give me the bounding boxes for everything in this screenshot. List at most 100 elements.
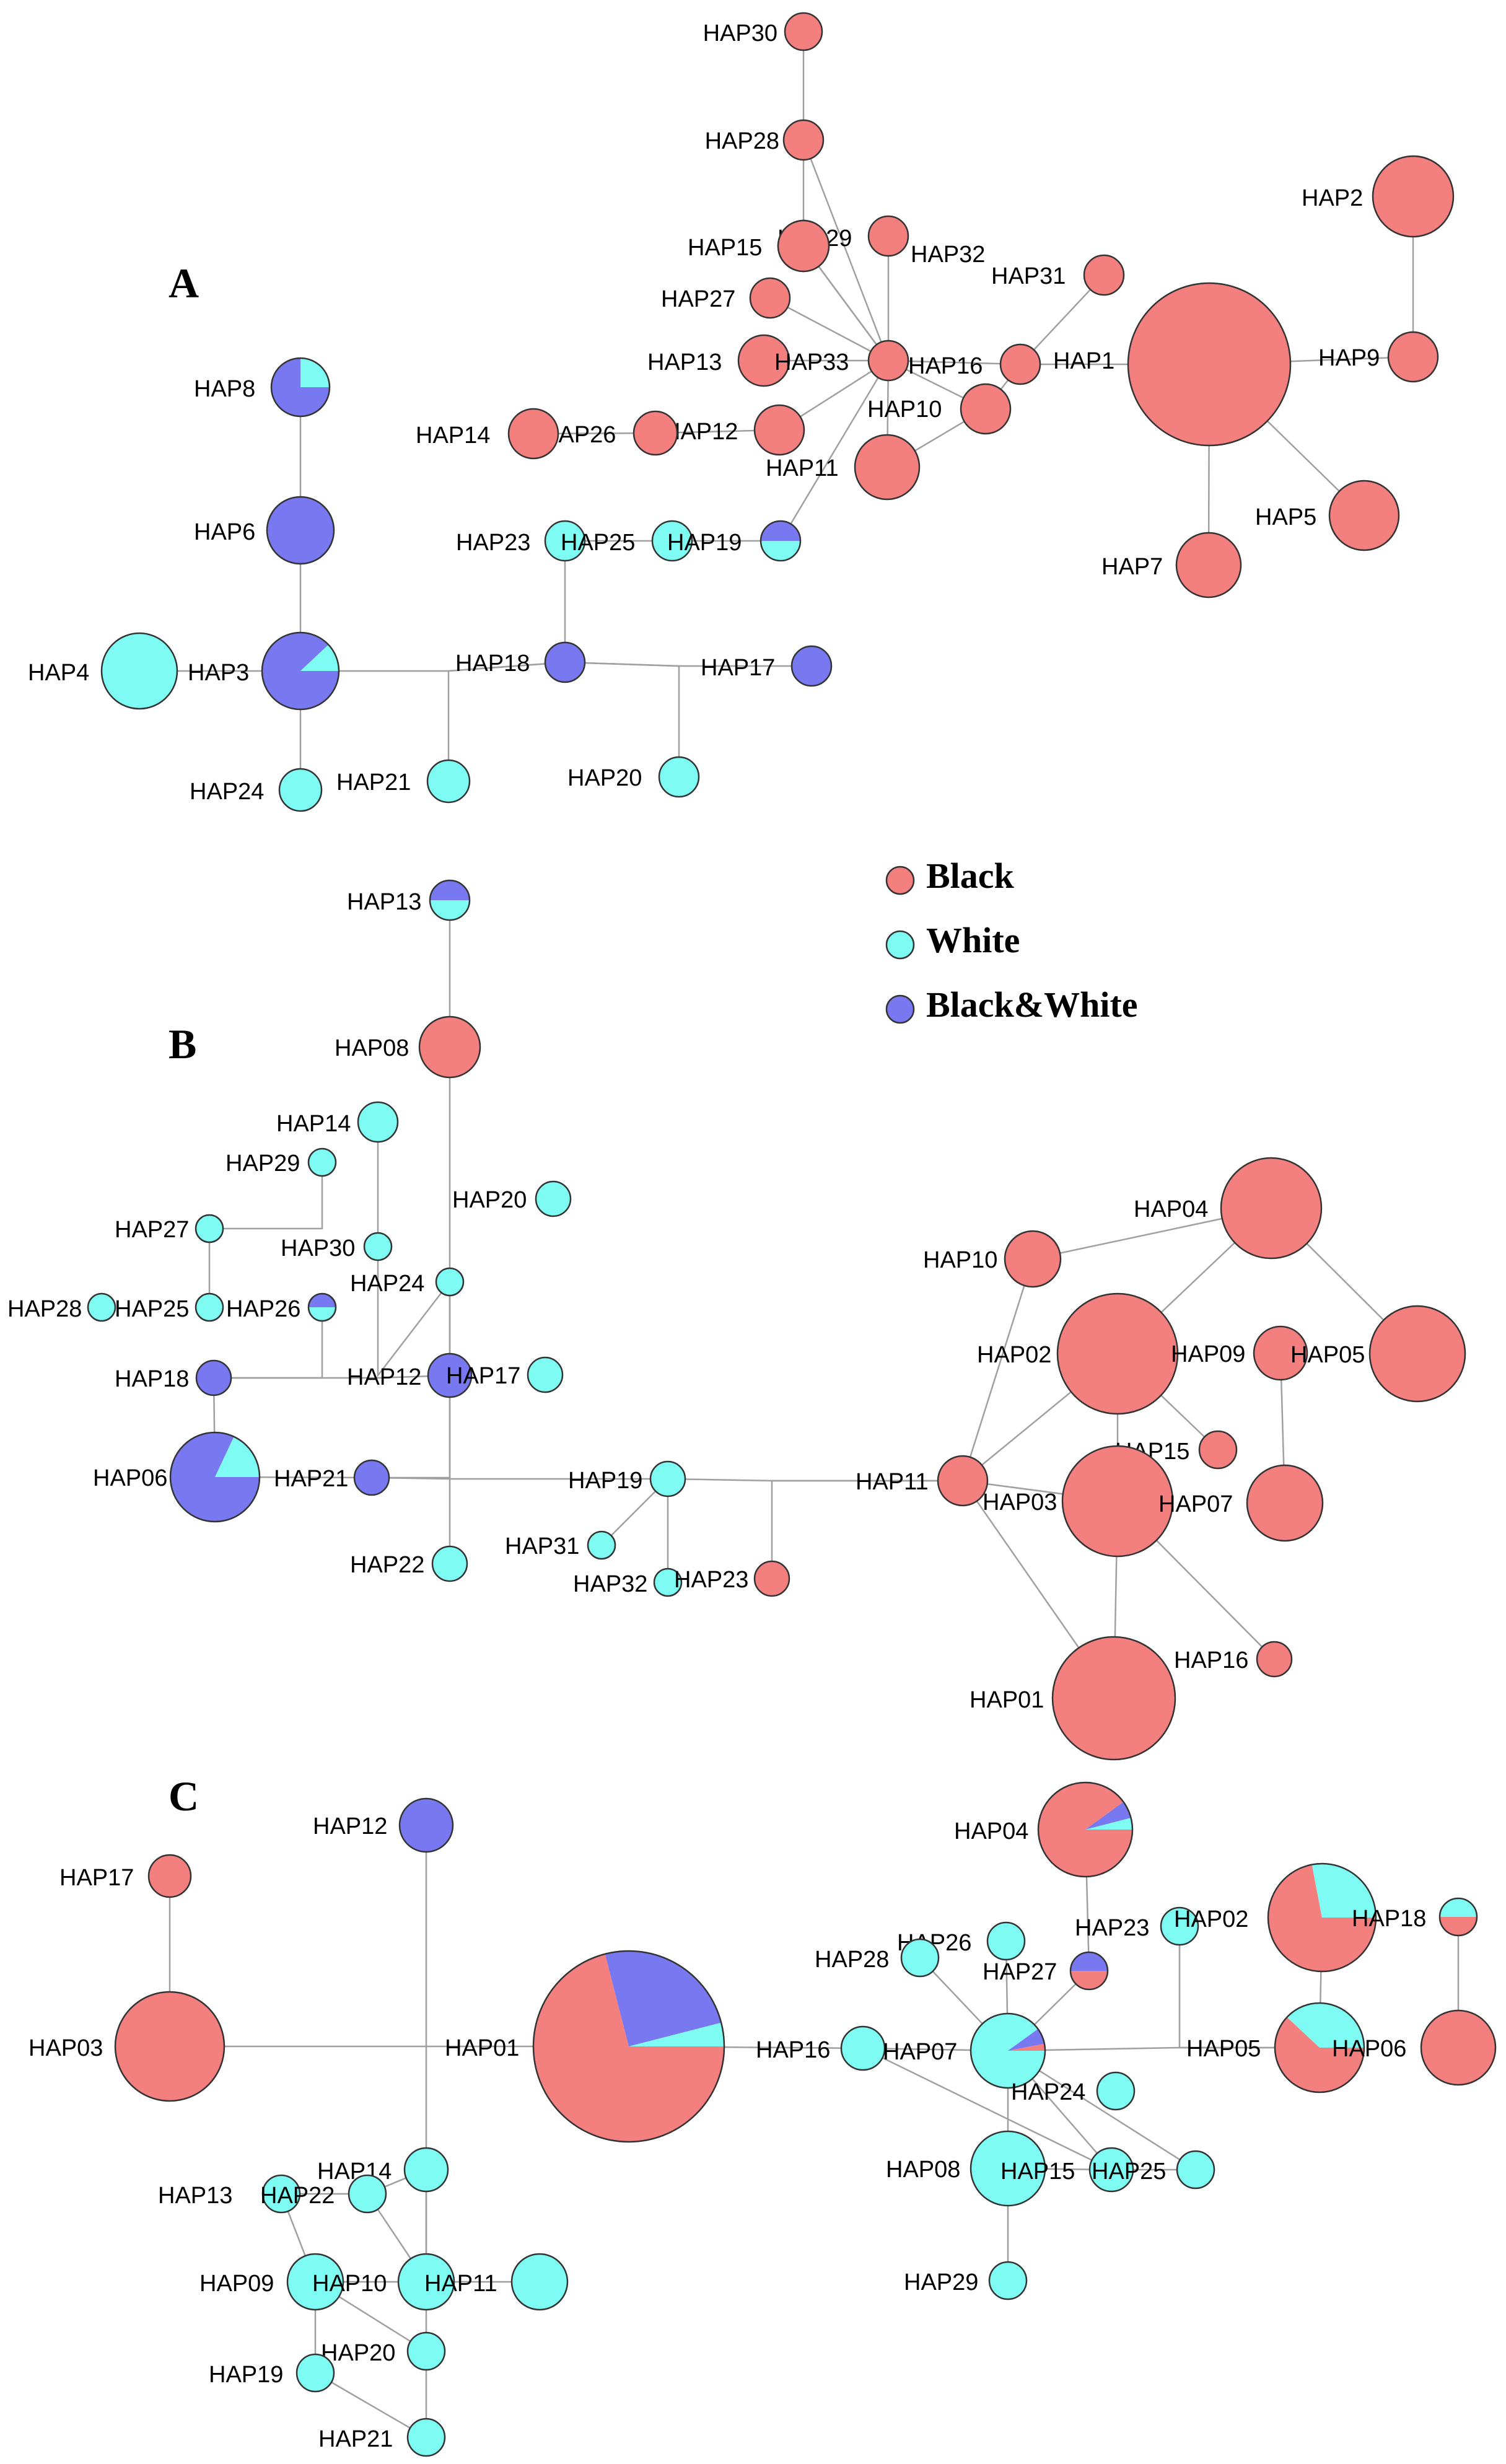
- node-slice-black: [869, 216, 908, 256]
- node-hap24: HAP24: [350, 1267, 465, 1297]
- node-label: HAP16: [756, 2037, 830, 2063]
- node-hap19: HAP19: [209, 2353, 335, 2393]
- node-slice-white: [1440, 1898, 1477, 1917]
- node-outline: [867, 340, 909, 382]
- node-outline: [87, 1292, 116, 1322]
- node-hap28: HAP28: [815, 1938, 940, 1978]
- edge-hap21-hap19: [371, 1476, 668, 1480]
- node-label: HAP13: [347, 889, 421, 915]
- edge-hap33-hap16: [888, 359, 1021, 366]
- node-hap16: HAP16: [908, 343, 1041, 385]
- node-label: HAP24: [1011, 2079, 1085, 2105]
- node-hap02: HAP02: [977, 1292, 1179, 1415]
- node-outline: [418, 1015, 481, 1079]
- node-outline: [363, 1232, 393, 1261]
- node-outline: [1096, 2071, 1136, 2111]
- node-outline: [1061, 1445, 1174, 1558]
- edge-hap29-hap27: [209, 1162, 323, 1230]
- node-slice-black: [419, 1017, 480, 1077]
- node-hap25: HAP25: [115, 1292, 224, 1322]
- node-slice-black: [738, 335, 789, 386]
- node-label: HAP09: [1171, 1341, 1245, 1367]
- node-outline: [296, 2353, 335, 2393]
- node-label: HAP05: [1290, 1342, 1365, 1368]
- node-label: HAP02: [977, 1342, 1051, 1368]
- node-outline: [1372, 155, 1455, 238]
- node-slice-black-and-white: [267, 497, 334, 564]
- node-outline: [357, 1101, 399, 1143]
- node-label: HAP3: [188, 660, 249, 686]
- node-slice-black: [1005, 1231, 1061, 1287]
- node-hap25: HAP25: [561, 520, 693, 562]
- node-outline: [1220, 1157, 1323, 1260]
- node-label: HAP28: [705, 128, 779, 154]
- node-outline: [753, 1560, 790, 1597]
- node-slice-white: [652, 521, 692, 561]
- node-label: HAP13: [158, 2183, 232, 2209]
- node-hap1: HAP1: [1053, 282, 1292, 447]
- node-slice-black: [1084, 255, 1124, 295]
- node-slice-white: [408, 2333, 445, 2370]
- node-outline: [266, 496, 335, 565]
- node-hap02: HAP02: [1174, 1862, 1377, 1973]
- node-outline: [406, 2331, 446, 2371]
- node-hap10: HAP10: [867, 383, 1012, 435]
- node-slice-white: [901, 1939, 939, 1976]
- edge-hap33-hap19: [779, 360, 890, 541]
- node-hap06: HAP06: [93, 1431, 261, 1523]
- node-outline: [1175, 532, 1242, 598]
- node-label: HAP19: [667, 530, 742, 556]
- node-slice-black: [1070, 1971, 1108, 1989]
- node-hap2: HAP2: [1302, 155, 1455, 238]
- node-slice-white: [405, 2148, 448, 2191]
- node-outline: [100, 632, 178, 710]
- network-panel-a: HAP30HAP28HAP29HAP15HAP32HAP31HAP27HAP13…: [28, 12, 1455, 812]
- node-hap03: HAP03: [983, 1445, 1174, 1558]
- node-hap17: HAP17: [59, 1854, 192, 1898]
- edge-hap23-hap11: [771, 1480, 963, 1579]
- node-label: HAP30: [703, 20, 777, 46]
- node-slice-black-and-white: [1008, 2028, 1044, 2051]
- node-hap6: HAP6: [194, 496, 335, 565]
- node-outline: [1037, 1781, 1134, 1878]
- node-slice-black: [961, 384, 1010, 434]
- node-slice-white: [841, 2027, 885, 2070]
- node-slice-black: [1329, 481, 1399, 550]
- node-label: HAP19: [568, 1468, 642, 1494]
- node-hap23: HAP23: [1075, 1906, 1199, 1946]
- node-slice-black: [1000, 344, 1040, 384]
- node-outline: [427, 1353, 473, 1398]
- node-label: HAP14: [416, 423, 490, 449]
- node-outline: [937, 1455, 989, 1507]
- node-slice-white: [297, 2354, 334, 2392]
- node-hap25: HAP25: [1092, 2150, 1215, 2190]
- node-outline: [195, 1292, 224, 1322]
- legend-label-white: White: [926, 920, 1020, 960]
- node-label: HAP9: [1318, 345, 1380, 371]
- node-slice-white: [436, 1268, 463, 1296]
- node-label: HAP20: [321, 2340, 395, 2366]
- node-hap19: HAP19: [568, 1460, 686, 1497]
- node-slice-black: [634, 411, 677, 455]
- node-label: HAP11: [424, 2271, 497, 2297]
- node-label: HAP4: [28, 660, 89, 686]
- node-slice-white: [364, 1233, 392, 1260]
- edge-hap18-hap20: [564, 661, 680, 777]
- node-outline: [782, 119, 825, 161]
- node-outline: [1267, 1862, 1377, 1973]
- node-slice-white: [654, 1569, 681, 1596]
- node-slice-black: [1370, 1306, 1465, 1401]
- node-slice-white: [987, 1923, 1025, 1960]
- node-slice-white: [1161, 1908, 1198, 1945]
- node-label: HAP21: [274, 1466, 348, 1492]
- node-slice-white: [279, 769, 322, 811]
- node-outline: [970, 2130, 1046, 2207]
- node-slice-white: [659, 757, 699, 797]
- node-hap13: HAP13: [347, 879, 471, 921]
- node-slice-black: [1053, 1637, 1175, 1760]
- node-label: HAP15: [1000, 2159, 1075, 2185]
- node-outline: [195, 1214, 224, 1243]
- node-label: HAP08: [335, 1035, 409, 1061]
- node-hap29: HAP29: [225, 1147, 337, 1177]
- node-label: HAP08: [886, 2157, 960, 2183]
